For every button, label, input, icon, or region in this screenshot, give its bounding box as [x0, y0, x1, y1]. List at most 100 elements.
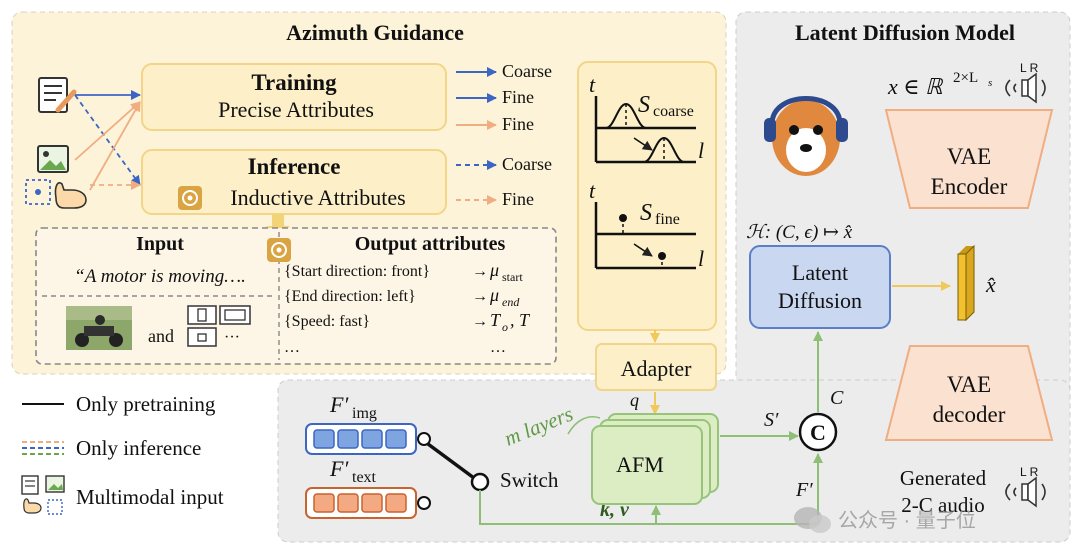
layout-boxes-icon	[187, 305, 251, 347]
watermark-text: 公众号 · 量子位	[838, 509, 976, 532]
latent-diffusion-label-1: Latent	[792, 260, 848, 285]
generated-label-1: Generated	[900, 466, 987, 490]
hand-pointer-icon	[54, 182, 87, 209]
fine-plot	[594, 202, 696, 270]
inference-box	[141, 149, 447, 215]
x-formula: x ∈ ℝ	[887, 74, 944, 99]
arrow-doc-to-inference	[74, 94, 141, 186]
speaker-lr-label: L R	[1020, 61, 1039, 75]
attr-key: {Speed: fast}	[284, 313, 370, 330]
s-prime-label: S′	[764, 409, 779, 431]
coarse-plot-s-sub: coarse	[653, 103, 694, 120]
training-subtitle: Precise Attributes	[218, 97, 374, 122]
attr-value-extra: , T	[510, 310, 531, 330]
latent-diffusion-label-2: Diffusion	[778, 288, 862, 313]
out-label-coarse-2: Coarse	[502, 154, 552, 174]
vae-encoder-box	[884, 109, 1054, 209]
attr-key: {End direction: left}	[284, 288, 416, 305]
input-text: “A motor is moving….	[74, 266, 246, 287]
latent-diffusion-box	[749, 245, 891, 329]
coarse-plot-s-label: S	[638, 92, 650, 118]
chatgpt-icon	[178, 186, 202, 210]
ldm-title: Latent Diffusion Model	[795, 20, 1015, 45]
concat-circle-label: C	[810, 420, 826, 445]
inference-subtitle: Inductive Attributes	[230, 185, 405, 210]
legend-inference: Only inference	[76, 436, 201, 460]
input-title: Input	[136, 233, 184, 255]
layout-ellipsis: ···	[224, 329, 240, 346]
afm-label: AFM	[616, 452, 664, 477]
text-feature-tokens	[305, 487, 431, 519]
layout-boxes-icon	[25, 179, 51, 205]
vae-decoder-label-2: decoder	[933, 402, 1006, 427]
motorcycle-photo	[66, 306, 132, 350]
f-prime-label: F′	[795, 479, 813, 501]
output-attributes: {Start direction: front} → μ start {End …	[284, 260, 531, 356]
out-label-fine-1: Fine	[502, 87, 534, 107]
attr-value: T	[490, 310, 502, 330]
fine-plot-l-label: l	[698, 246, 704, 271]
legend-line-inference	[22, 441, 64, 455]
legend-multimodal-icons	[21, 475, 65, 515]
q-label: q	[630, 390, 639, 410]
speaker-lr-label: L R	[1020, 465, 1039, 479]
training-box	[141, 63, 447, 131]
legend-pretraining: Only pretraining	[76, 392, 216, 416]
out-label-fine-3: Fine	[502, 189, 534, 209]
output-title: Output attributes	[355, 233, 506, 255]
attr-value: μ	[489, 285, 499, 305]
concat-circle	[798, 412, 838, 452]
vae-encoder-label-1: VAE	[947, 144, 991, 169]
attr-value: μ	[489, 260, 499, 280]
image-icon	[37, 145, 69, 173]
m-layers-brace	[567, 416, 601, 435]
f-img-label: F′	[329, 392, 349, 417]
legend-multimodal: Multimodal input	[76, 485, 224, 509]
f-text-label: F′	[329, 456, 349, 481]
chatgpt-icon	[267, 238, 291, 262]
xhat-label: x̂	[985, 272, 996, 297]
image-feature-tokens	[305, 423, 431, 455]
arrow-image-to-training	[74, 101, 141, 161]
c-label: C	[830, 387, 844, 409]
attr-value-sub: start	[502, 270, 523, 284]
arrow-switch-to-afm	[479, 490, 661, 525]
azimuth-title: Azimuth Guidance	[286, 20, 464, 45]
x-formula-sup-sub: s	[988, 77, 992, 89]
and-text: and	[148, 326, 174, 346]
training-title: Training	[251, 70, 337, 95]
attr-arrow: →	[472, 263, 488, 280]
f-img-sub: img	[352, 405, 377, 422]
generated-label-2: 2-C audio	[901, 493, 984, 517]
attr-arrow: →	[472, 288, 488, 305]
io-example-box	[35, 227, 557, 365]
switch-label: Switch	[500, 468, 559, 492]
coarse-plot-t-label: t	[589, 72, 596, 97]
out-label-coarse-1: Coarse	[502, 61, 552, 81]
f-text-sub: text	[352, 469, 377, 486]
attr-value-sub: o	[502, 320, 508, 334]
x-formula-sup: 2×L	[953, 70, 978, 86]
vae-decoder-label-1: VAE	[947, 372, 991, 397]
out-label-fine-2: Fine	[502, 114, 534, 134]
arrow-hand-to-training	[89, 101, 141, 191]
attr-key: {Start direction: front}	[284, 263, 430, 280]
coarse-plot	[594, 96, 696, 164]
dog-with-headphones-icon	[764, 96, 848, 176]
vae-encoder-label-2: Encoder	[931, 174, 1008, 199]
fine-plot-t-label: t	[589, 178, 596, 203]
inference-title: Inference	[248, 154, 341, 179]
fine-plot-s-label: S	[640, 200, 652, 226]
coarse-plot-l-label: l	[698, 138, 704, 163]
attr-key: …	[284, 339, 300, 356]
latent-output-bar	[957, 244, 975, 322]
attr-value-sub: end	[502, 295, 520, 309]
adapter-label: Adapter	[621, 356, 693, 381]
speaker-icon	[1005, 476, 1046, 508]
adapter-box	[595, 343, 717, 391]
speaker-icon	[1005, 72, 1046, 104]
fine-plot-s-sub: fine	[655, 211, 680, 228]
attr-arrow: →	[472, 313, 488, 330]
afm-stack	[591, 413, 719, 505]
